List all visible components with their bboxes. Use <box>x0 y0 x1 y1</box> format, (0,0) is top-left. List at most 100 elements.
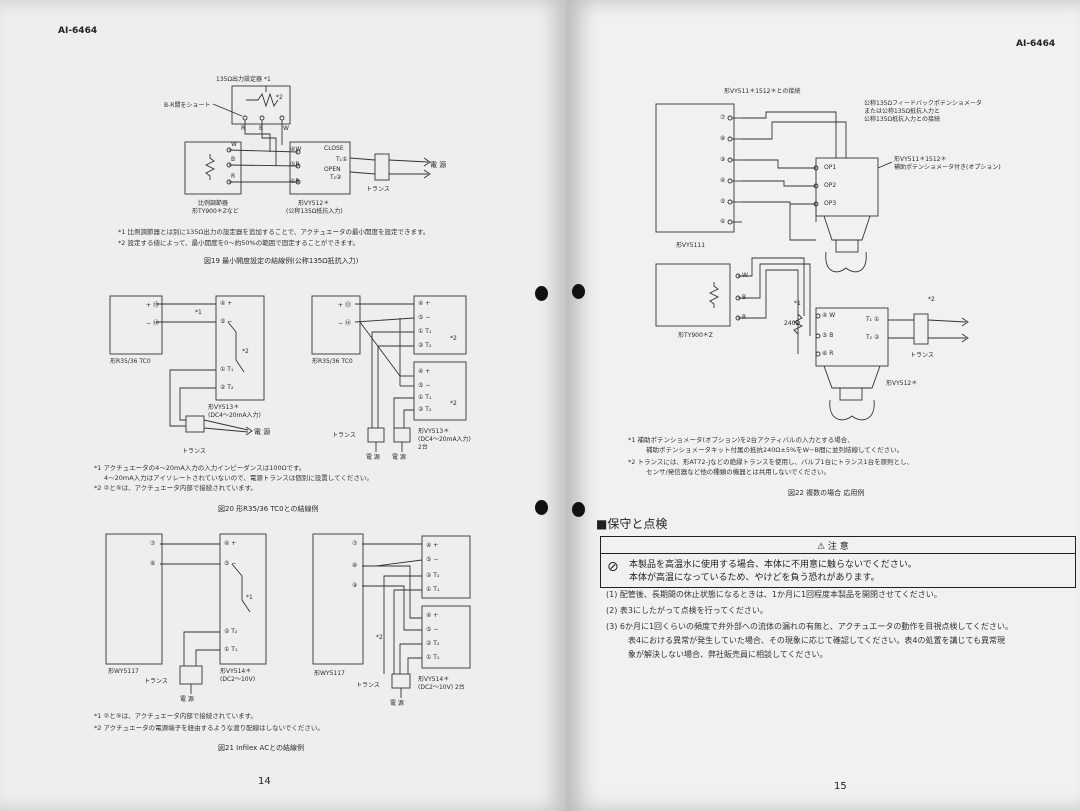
fig22-t1: T₁ ① <box>866 316 880 323</box>
caution-title: ⚠ 注 意 <box>817 542 849 552</box>
right-page-number: 15 <box>834 781 847 792</box>
fig19-r: R <box>241 125 246 132</box>
fig20-pin4c: ④ + <box>418 368 431 375</box>
binder-hole-left-bottom <box>535 500 548 515</box>
fig22-note-1b: 補助ポテンショメータキット付属の抵抗240Ω±5%をW−B間に並列結線してくださ… <box>646 446 904 454</box>
fig20-pin5b: ⑤ − <box>418 314 431 321</box>
fig19-b: B <box>259 125 264 132</box>
caution-line-1: 本製品を高温水に使用する場合、本体に不用意に触らないでください。 <box>629 560 917 570</box>
fig20-note-2: *2 ②と⑤は、アクチュエータ内部で接続されています。 <box>94 484 257 492</box>
fig21-star1: *1 <box>246 594 253 601</box>
fig21-pin2: ② T₂ <box>224 628 238 635</box>
fig21-right-pin-8: ⑧ <box>352 562 358 569</box>
fig22-top-label: 形VY511＊1512＊との接続 <box>724 88 801 95</box>
fig20-left-ctrl: 形R35/36 TC0 <box>110 358 151 365</box>
maintenance-item-2: (2) 表3にしたがって点検を行ってください。 <box>606 606 768 615</box>
fig19-open: OPEN <box>324 166 341 173</box>
fig21-pin1: ① T₁ <box>224 646 238 653</box>
fig19-note-1: *1 比例調節器とは別に135Ω出力の設定器を追加することで、アクチュエータの最… <box>118 228 430 236</box>
fig21-act2: 形VY514＊ <box>418 676 450 683</box>
fig22-ty-ctrl: 形TY900＊Z <box>678 332 713 339</box>
fig19-pin-b: ⑤B <box>290 161 300 168</box>
caution-title-bar: ⚠ 注 意 <box>601 537 1075 554</box>
right-page-header: AI-6464 <box>1016 39 1056 49</box>
fig22-terminal-4: ④ <box>720 177 726 184</box>
fig21-note-2: *2 アクチュエータの電源端子を経由するような渡り配線はしないでください。 <box>94 724 324 732</box>
fig21-left-pin-8: ⑧ <box>150 560 156 567</box>
fig19-trans: トランス <box>366 186 390 193</box>
caution-line-2: 本体が高温になっているため、やけどを負う恐れがあります。 <box>629 573 880 583</box>
fig21-right-pin-9: ⑨ <box>352 582 358 589</box>
fig21-act2b: (DC2〜10V) 2台 <box>418 684 465 691</box>
fig20-power: 電 源 <box>254 428 271 436</box>
prohibition-icon: ⊘ <box>607 559 619 575</box>
fig22-ty-r: R <box>742 314 747 321</box>
fig22-star2: *2 <box>928 296 935 303</box>
fig22-terminal-6: ⑥ <box>720 218 726 225</box>
fig20-act1b: (DC4〜20mA入力) <box>208 412 261 419</box>
fig22-caption: 図22 複数の場合 応用例 <box>788 489 865 497</box>
fig19-setter-label: 135Ω出力設定器 *1 <box>216 76 271 83</box>
fig22-bracket-1: 公称135Ωフィードバックポテンショメータ <box>864 100 982 107</box>
fig20-pin2c: ② T₂ <box>418 406 432 413</box>
fig21-act-b: (DC2〜10V) <box>220 676 256 683</box>
maintenance-item-3c: 象が解決しない場合、弊社販売員に相談してください。 <box>628 650 828 659</box>
fig20-star1: *1 <box>195 309 202 316</box>
fig20-star2c: *2 <box>450 400 457 407</box>
fig20-power2: 電 源 <box>366 454 380 461</box>
fig22-op3: OP3 <box>824 200 837 207</box>
fig20-plus: + ⑬ <box>146 302 159 309</box>
fig22-t2: T₂ ② <box>866 334 880 341</box>
left-page-header: AI-6464 <box>58 26 98 36</box>
section-title: ■保守と点検 <box>596 517 668 531</box>
fig22-op1: OP1 <box>824 164 837 171</box>
fig21-star2: *2 <box>376 634 383 641</box>
fig22-b5: ⑤ B <box>822 332 834 339</box>
fig22-act: 形VY512＊ <box>886 380 918 387</box>
fig19-ctrl-w: W <box>231 141 237 148</box>
fig21-pin2b: ② T₂ <box>426 572 440 579</box>
fig21-pin2c: ② T₂ <box>426 640 440 647</box>
fig19-right-caption-1: 形VY512＊ <box>298 200 330 207</box>
fig22-callout-1: 形VY511＊1512＊ <box>894 156 947 163</box>
fig21-pin4c: ④ + <box>426 612 439 619</box>
fig20-caption: 図20 形R35/36 TC0との結線例 <box>218 505 319 513</box>
fig19-caption: 図19 最小開度設定の結線例(公称135Ω抵抗入力) <box>204 257 359 265</box>
fig19-t2: T₂② <box>330 174 342 181</box>
fig20-trans2: トランス <box>332 432 356 439</box>
fig22-terminal-5: ⑤ <box>720 198 726 205</box>
maintenance-item-3: (3) 6か月に1回くらいの頻度で弁外部への流体の漏れの有無と、アクチュエータの… <box>606 622 1013 631</box>
fig22-op2: OP2 <box>824 182 837 189</box>
binder-hole-right-top <box>572 284 585 299</box>
fig21-pin1c: ① T₁ <box>426 654 440 661</box>
fig21-power2: 電 源 <box>390 700 404 707</box>
fig21-power: 電 源 <box>180 696 194 703</box>
fig21-pin5c: ⑤ − <box>426 626 439 633</box>
fig21-left-pin-7: ⑦ <box>150 540 156 547</box>
fig20-right-ctrl: 形R35/36 TC0 <box>312 358 353 365</box>
fig20-pin1: ① T₁ <box>220 366 234 373</box>
fig20-star2b: *2 <box>450 335 457 342</box>
fig22-w4: ④ W <box>822 312 836 319</box>
fig20-act2c: 2台 <box>418 444 428 451</box>
fig19-ctrl-b: B <box>231 156 236 163</box>
figure-22-wiring <box>655 103 969 421</box>
fig20-pin4b: ④ + <box>418 300 431 307</box>
fig20-act2: 形VY513＊ <box>418 428 450 435</box>
figure-19-wiring <box>184 85 431 195</box>
fig20-minus-b: − ⑭ <box>338 320 351 327</box>
fig21-pin4b: ④ + <box>426 542 439 549</box>
fig20-pin5: ⑤ − <box>220 318 233 325</box>
fig20-pin2b: ② T₂ <box>418 342 432 349</box>
fig22-bracket-2: または公称135Ω抵抗入力と <box>864 108 941 115</box>
fig19-ctrl-r: R <box>231 173 236 180</box>
fig22-controller: 形VY5111 <box>676 242 706 249</box>
fig21-pin1b: ① T₁ <box>426 586 440 593</box>
binder-hole-left-top <box>535 286 548 301</box>
fig22-res: 240Ω <box>784 320 801 327</box>
maintenance-item-3b: 表4における異常が発生していた場合、その現象に応じて確認してください。表4の処置… <box>628 636 1006 645</box>
fig20-act1: 形VY513＊ <box>208 404 240 411</box>
fig20-pin2: ② T₂ <box>220 384 234 391</box>
fig22-r6: ⑥ R <box>822 350 834 357</box>
fig19-close: CLOSE <box>324 145 344 152</box>
